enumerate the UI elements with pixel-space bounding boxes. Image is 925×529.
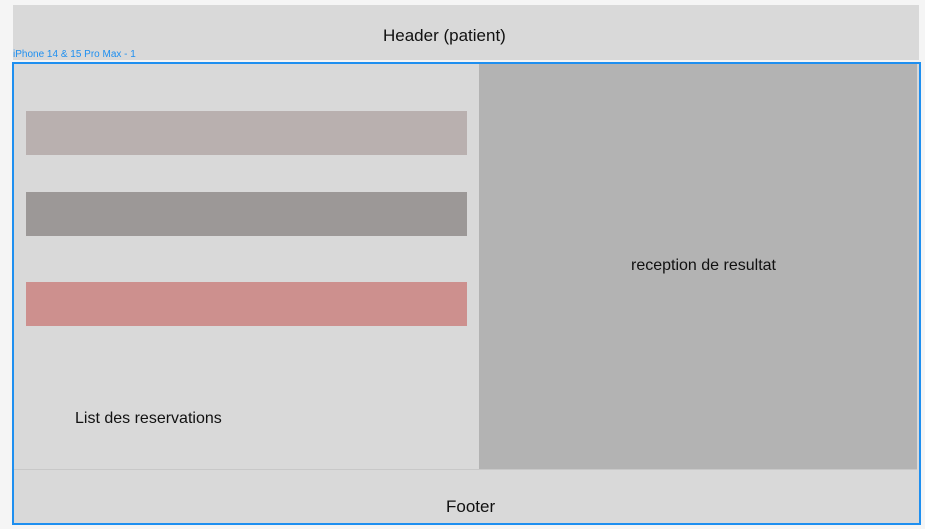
header: Header (patient) <box>13 5 919 60</box>
reservation-item-1[interactable] <box>26 111 467 155</box>
header-title: Header (patient) <box>383 26 506 45</box>
reservations-list-label: List des reservations <box>75 410 222 427</box>
results-panel: reception de resultat <box>479 64 917 470</box>
results-panel-label: reception de resultat <box>631 257 776 274</box>
footer-label: Footer <box>446 497 496 516</box>
reservation-item-2[interactable] <box>26 192 467 236</box>
reservation-item-3[interactable] <box>26 282 467 326</box>
frame-label[interactable]: iPhone 14 & 15 Pro Max - 1 <box>13 49 136 60</box>
footer-divider <box>14 469 917 470</box>
